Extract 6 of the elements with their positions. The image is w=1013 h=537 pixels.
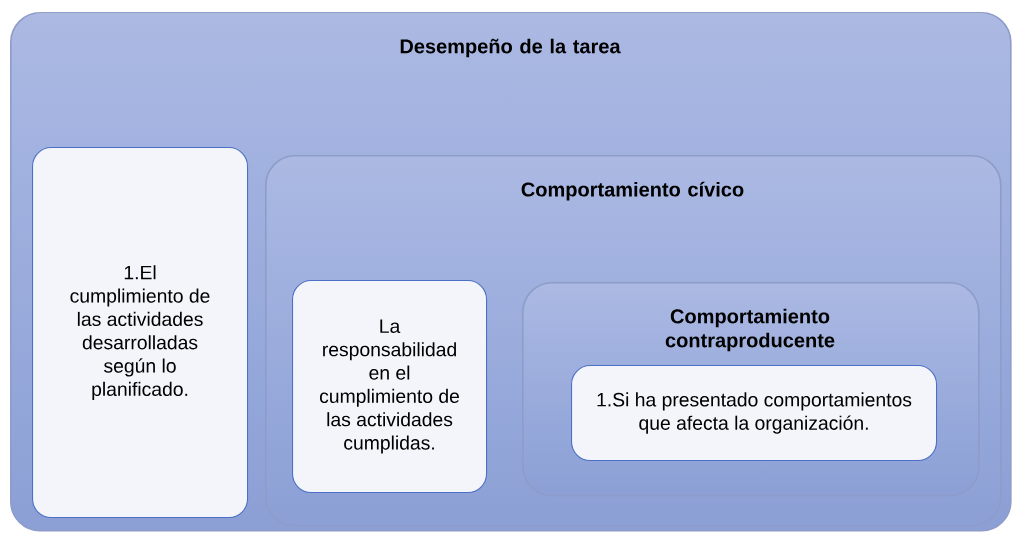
heading: Desempeño de la tarea <box>400 38 621 58</box>
heading: Comportamiento contraproducente <box>665 308 835 352</box>
heading: Comportamiento cívico <box>521 181 744 201</box>
text-card: La responsabilidad en el cumplimiento de las actividades cumplidas. <box>292 280 488 494</box>
text-card: 1.El cumplimiento de las actividades desarrolladas según lo planificado. <box>32 147 249 519</box>
text-card: 1.Si ha presentado comportamientos que afecta la organización. <box>571 365 938 462</box>
